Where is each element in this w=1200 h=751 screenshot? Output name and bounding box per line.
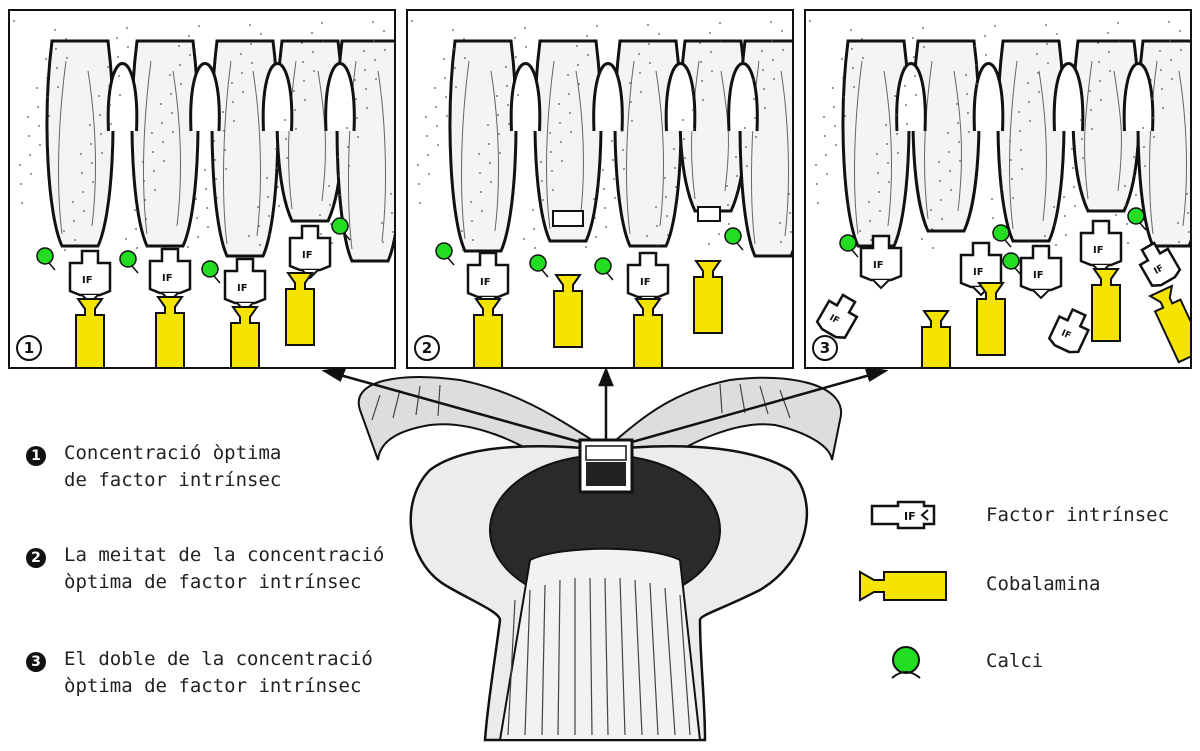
caption-1-line1: Concentració òptima xyxy=(64,442,281,464)
caption-3: El doble de la concentració òptima de fa… xyxy=(64,646,373,700)
caption-3-line2: òptima de factor intrínsec xyxy=(64,675,361,697)
free-intrinsic-factor: IF xyxy=(815,290,863,341)
if-icon-label: IF xyxy=(904,510,916,523)
caption-3-line1: El doble de la concentració xyxy=(64,648,373,670)
caption-2-line1: La meitat de la concentració xyxy=(64,544,384,566)
svg-text:IF: IF xyxy=(873,260,884,271)
caption-1: Concentració òptima de factor intrínsec xyxy=(64,440,281,494)
calcium-ion xyxy=(530,255,548,277)
cobalamin-icon xyxy=(856,566,952,606)
caption-number-2: 2 xyxy=(26,548,46,568)
legend-calcium-label: Calci xyxy=(986,650,1043,672)
caption-number-3: 3 xyxy=(26,652,46,672)
panel-number-badge: 2 xyxy=(414,335,440,361)
intestine-tube xyxy=(500,549,700,740)
cobalamin-molecule xyxy=(694,261,722,333)
svg-text:IF: IF xyxy=(302,250,313,261)
intrinsic-factor-molecule: IF xyxy=(1021,246,1061,298)
calcium-ion xyxy=(436,243,454,265)
cobalamin-molecule xyxy=(1092,269,1120,341)
legend-intrinsic-factor-label: Factor intrínsec xyxy=(986,504,1169,526)
intrinsic-factor-molecule: IF xyxy=(290,226,330,278)
calcium-ion xyxy=(1128,208,1146,230)
cobalamin-molecule xyxy=(286,273,314,345)
panel-optimal-concentration: IF IF IF IF 1 xyxy=(8,9,396,369)
villi-drawing-1: IF IF IF IF xyxy=(10,11,396,369)
calcium-ion xyxy=(332,218,350,240)
svg-text:IF: IF xyxy=(973,267,984,278)
cobalamin-molecule xyxy=(474,299,502,369)
calcium-ion xyxy=(37,248,55,270)
calcium-ion xyxy=(120,251,138,273)
svg-text:IF: IF xyxy=(1093,245,1104,256)
intrinsic-factor-molecule: IF xyxy=(150,249,190,301)
calcium-ion xyxy=(202,261,220,283)
cobalamin-molecule xyxy=(554,275,582,347)
svg-text:IF: IF xyxy=(1033,270,1044,281)
villi-tissue xyxy=(411,20,794,256)
panel-number-badge: 1 xyxy=(16,335,42,361)
calcium-ion xyxy=(993,225,1011,247)
svg-text:IF: IF xyxy=(480,277,491,288)
villi-drawing-2: IF IF xyxy=(408,11,794,369)
calcium-ion xyxy=(1003,253,1021,275)
calcium-icon xyxy=(884,640,930,686)
intrinsic-factor-molecule: IF xyxy=(1081,221,1121,273)
intrinsic-factor-molecule: IF xyxy=(70,251,110,303)
cobalamin-molecule xyxy=(1148,285,1192,362)
svg-text:IF: IF xyxy=(82,275,93,286)
caption-number-1: 1 xyxy=(26,446,46,466)
panel-number-badge: 3 xyxy=(812,335,838,361)
cobalamin-molecule xyxy=(231,307,259,369)
intrinsic-factor-icon: IF xyxy=(868,494,948,534)
svg-text:IF: IF xyxy=(237,283,248,294)
cobalamin-molecule xyxy=(634,299,662,369)
svg-text:IF: IF xyxy=(640,277,651,288)
legend-cobalamin-label: Cobalamina xyxy=(986,573,1100,595)
calcium-ion xyxy=(840,235,858,257)
cobalamin-molecule xyxy=(156,297,184,369)
cobalamin-molecule xyxy=(922,311,950,369)
intrinsic-factor-molecule: IF xyxy=(628,253,668,305)
caption-2-line2: òptima de factor intrínsec xyxy=(64,571,361,593)
calcium-ion xyxy=(725,228,743,250)
free-intrinsic-factor: IF xyxy=(1048,306,1094,356)
caption-1-line2: de factor intrínsec xyxy=(64,469,281,491)
svg-text:IF: IF xyxy=(162,273,173,284)
intrinsic-factor-molecule: IF xyxy=(468,253,508,305)
cobalamin-molecule xyxy=(76,299,104,369)
caption-2: La meitat de la concentració òptima de f… xyxy=(64,542,384,596)
panel-half-concentration: IF IF 2 xyxy=(406,9,794,369)
calcium-ion xyxy=(595,258,613,280)
intrinsic-factor-molecule: IF xyxy=(225,259,265,311)
